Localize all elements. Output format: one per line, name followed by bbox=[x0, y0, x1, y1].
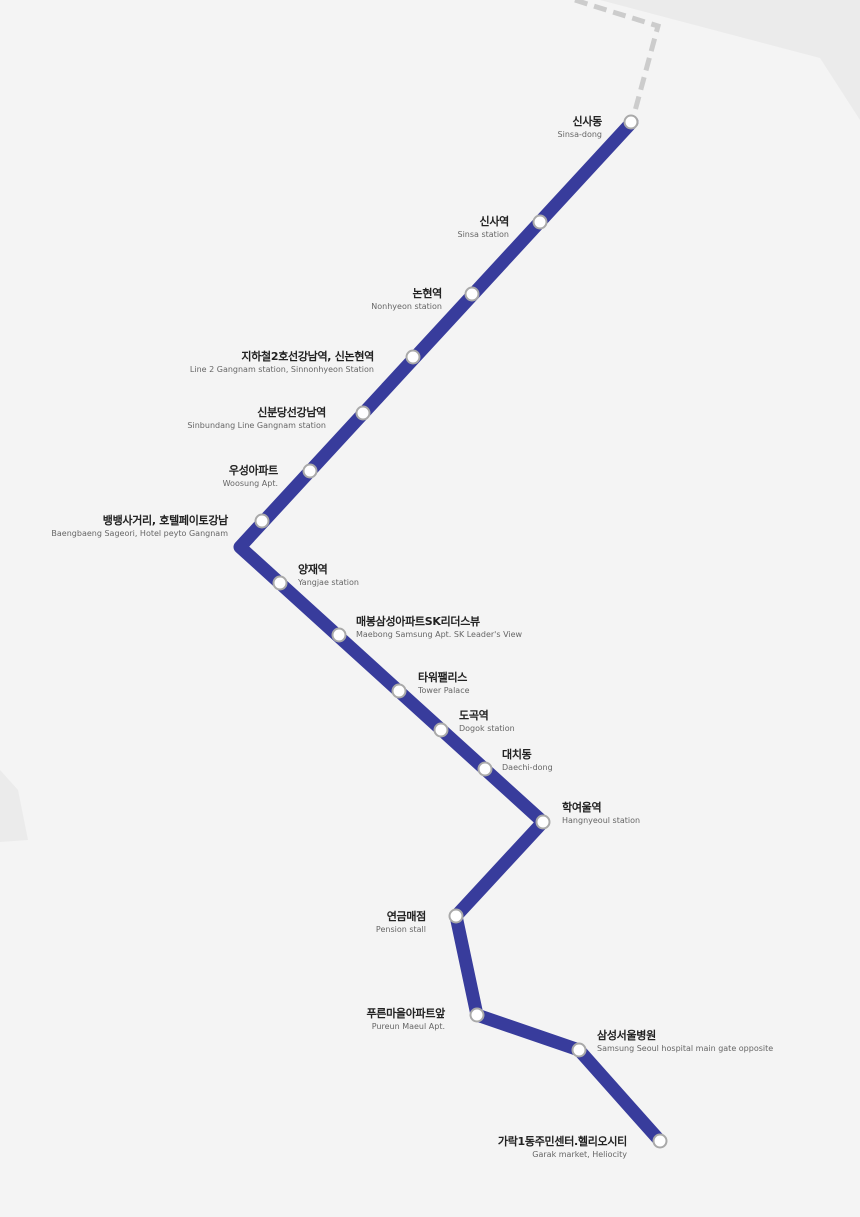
stop-name-en: Hangnyeoul station bbox=[562, 815, 641, 825]
stop-name-en: Garak market, Heliocity bbox=[532, 1149, 627, 1159]
stop-name-en: Baengbaeng Sageori, Hotel peyto Gangnam bbox=[51, 528, 228, 538]
stop-label-sinbundang-gangnam[interactable]: 신분당선강남역 Sinbundang Line Gangnam station bbox=[187, 406, 326, 430]
stop-name-en: Pureun Maeul Apt. bbox=[371, 1021, 445, 1031]
stop-name-kr: 푸른마을아파트앞 bbox=[366, 1007, 445, 1020]
stop-label-nonhyeon-station[interactable]: 논현역 Nonhyeon station bbox=[371, 287, 443, 311]
stop-marker[interactable] bbox=[571, 1042, 587, 1058]
stop-name-en: Woosung Apt. bbox=[222, 478, 278, 488]
stop-marker[interactable] bbox=[535, 814, 551, 830]
stop-name-kr: 삼성서울병원 bbox=[597, 1029, 656, 1042]
stop-marker[interactable] bbox=[272, 575, 288, 591]
stop-name-kr: 지하철2호선강남역, 신논현역 bbox=[241, 350, 374, 363]
stop-label-gangnam-sinnonhyeon[interactable]: 지하철2호선강남역, 신논현역 Line 2 Gangnam station, … bbox=[189, 350, 374, 374]
stop-name-kr: 학여울역 bbox=[562, 801, 602, 814]
stop-label-hangnyeoul-station[interactable]: 학여울역 Hangnyeoul station bbox=[562, 801, 641, 825]
stop-marker[interactable] bbox=[433, 722, 449, 738]
stop-marker[interactable] bbox=[448, 908, 464, 924]
stop-marker[interactable] bbox=[652, 1133, 668, 1149]
stop-label-baengbaeng-sageori[interactable]: 뱅뱅사거리, 호텔페이토강남 Baengbaeng Sageori, Hotel… bbox=[51, 514, 229, 538]
stop-name-en: Maebong Samsung Apt. SK Leader's View bbox=[356, 629, 523, 639]
stop-name-en: Tower Palace bbox=[418, 685, 470, 695]
stop-name-kr: 가락1동주민센터.헬리오시티 bbox=[497, 1135, 627, 1148]
stop-marker[interactable] bbox=[391, 683, 407, 699]
stop-name-kr: 도곡역 bbox=[459, 709, 489, 722]
stop-label-pureun-maeul-apt[interactable]: 푸른마을아파트앞 Pureun Maeul Apt. bbox=[366, 1007, 445, 1031]
stop-marker[interactable] bbox=[405, 349, 421, 365]
stop-marker[interactable] bbox=[464, 286, 480, 302]
stop-name-en: Pension stall bbox=[375, 924, 426, 934]
stop-label-daechi-dong[interactable]: 대치동 Daechi-dong bbox=[502, 748, 553, 772]
stop-marker[interactable] bbox=[355, 405, 371, 421]
stop-name-kr: 대치동 bbox=[502, 748, 532, 761]
stop-name-kr: 우성아파트 bbox=[228, 464, 278, 477]
stop-name-kr: 신사역 bbox=[479, 215, 510, 228]
stop-label-maebong-samsung-apt[interactable]: 매봉삼성아파트SK리더스뷰 Maebong Samsung Apt. SK Le… bbox=[356, 615, 523, 639]
stop-name-en: Sinbundang Line Gangnam station bbox=[187, 420, 326, 430]
stop-name-en: Yangjae station bbox=[298, 577, 359, 587]
stop-name-kr: 신사동 bbox=[572, 115, 603, 128]
stop-name-en: Sinsa station bbox=[457, 229, 509, 239]
stop-label-samsung-seoul-hospital[interactable]: 삼성서울병원 Samsung Seoul hospital main gate … bbox=[597, 1029, 774, 1053]
stop-name-kr: 연금매점 bbox=[386, 910, 427, 923]
route-continuation-dashed bbox=[574, 0, 662, 123]
stop-name-en: Line 2 Gangnam station, Sinnonhyeon Stat… bbox=[189, 364, 374, 374]
background-shape-left bbox=[0, 770, 28, 842]
stop-name-en: Dogok station bbox=[459, 723, 515, 733]
stop-name-kr: 신분당선강남역 bbox=[257, 406, 326, 419]
stop-marker[interactable] bbox=[532, 214, 548, 230]
stop-label-sinsa-station[interactable]: 신사역 Sinsa station bbox=[457, 215, 510, 239]
stop-name-en: Samsung Seoul hospital main gate opposit… bbox=[597, 1043, 774, 1053]
background-shape-top-right bbox=[600, 0, 860, 120]
stop-label-dogok-station[interactable]: 도곡역 Dogok station bbox=[459, 709, 515, 733]
stop-label-yangjae-station[interactable]: 양재역 Yangjae station bbox=[298, 563, 359, 587]
stop-name-kr: 논현역 bbox=[412, 287, 443, 300]
stop-name-kr: 매봉삼성아파트SK리더스뷰 bbox=[356, 615, 480, 628]
stop-marker[interactable] bbox=[254, 513, 270, 529]
stop-label-tower-palace[interactable]: 타워팰리스 Tower Palace bbox=[418, 671, 470, 695]
stop-markers bbox=[254, 114, 668, 1149]
stop-marker[interactable] bbox=[331, 627, 347, 643]
stop-name-en: Nonhyeon station bbox=[371, 301, 442, 311]
stop-marker[interactable] bbox=[477, 761, 493, 777]
stop-name-en: Sinsa-dong bbox=[557, 129, 602, 139]
stop-name-kr: 뱅뱅사거리, 호텔페이토강남 bbox=[102, 514, 229, 527]
stop-label-pension-stall[interactable]: 연금매점 Pension stall bbox=[375, 910, 427, 934]
stop-marker[interactable] bbox=[623, 114, 639, 130]
stop-marker[interactable] bbox=[302, 463, 318, 479]
stop-name-en: Daechi-dong bbox=[502, 762, 553, 772]
stop-label-garak-heliocity[interactable]: 가락1동주민센터.헬리오시티 Garak market, Heliocity bbox=[497, 1135, 627, 1159]
stop-name-kr: 양재역 bbox=[298, 563, 328, 576]
stop-label-sinsa-dong[interactable]: 신사동 Sinsa-dong bbox=[557, 115, 603, 139]
stop-label-woosung-apt[interactable]: 우성아파트 Woosung Apt. bbox=[222, 464, 279, 488]
stop-name-kr: 타워팰리스 bbox=[418, 671, 468, 684]
stop-marker[interactable] bbox=[469, 1007, 485, 1023]
